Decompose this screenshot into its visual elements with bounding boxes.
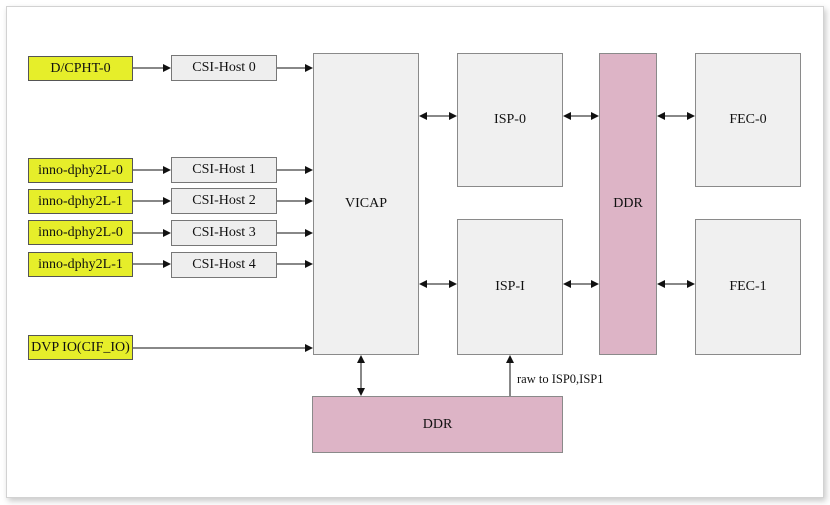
csi-host-2: CSI-Host 2 xyxy=(171,188,277,214)
csi-host-3: CSI-Host 3 xyxy=(171,220,277,246)
ddr-right-block: DDR xyxy=(599,53,657,355)
source-inno-dphy2l-1-a: inno-dphy2L-1 xyxy=(28,189,133,214)
isp-0-block: ISP-0 xyxy=(457,53,563,187)
isp-1-block: ISP-I xyxy=(457,219,563,355)
fec-0-block: FEC-0 xyxy=(695,53,801,187)
source-dcphy-0: D/CPHT-0 xyxy=(28,56,133,81)
csi-host-1: CSI-Host 1 xyxy=(171,157,277,183)
ddr-bottom-block: DDR xyxy=(312,396,563,453)
vicap-block: VICAP xyxy=(313,53,419,355)
fec-1-block: FEC-1 xyxy=(695,219,801,355)
source-inno-dphy2l-0-b: inno-dphy2L-0 xyxy=(28,220,133,245)
csi-host-4: CSI-Host 4 xyxy=(171,252,277,278)
csi-host-0: CSI-Host 0 xyxy=(171,55,277,81)
source-inno-dphy2l-1-b: inno-dphy2L-1 xyxy=(28,252,133,277)
source-dvp-io: DVP IO(CIF_IO) xyxy=(28,335,133,360)
source-inno-dphy2l-0-a: inno-dphy2L-0 xyxy=(28,158,133,183)
raw-to-isp-label: raw to ISP0,ISP1 xyxy=(517,372,604,386)
